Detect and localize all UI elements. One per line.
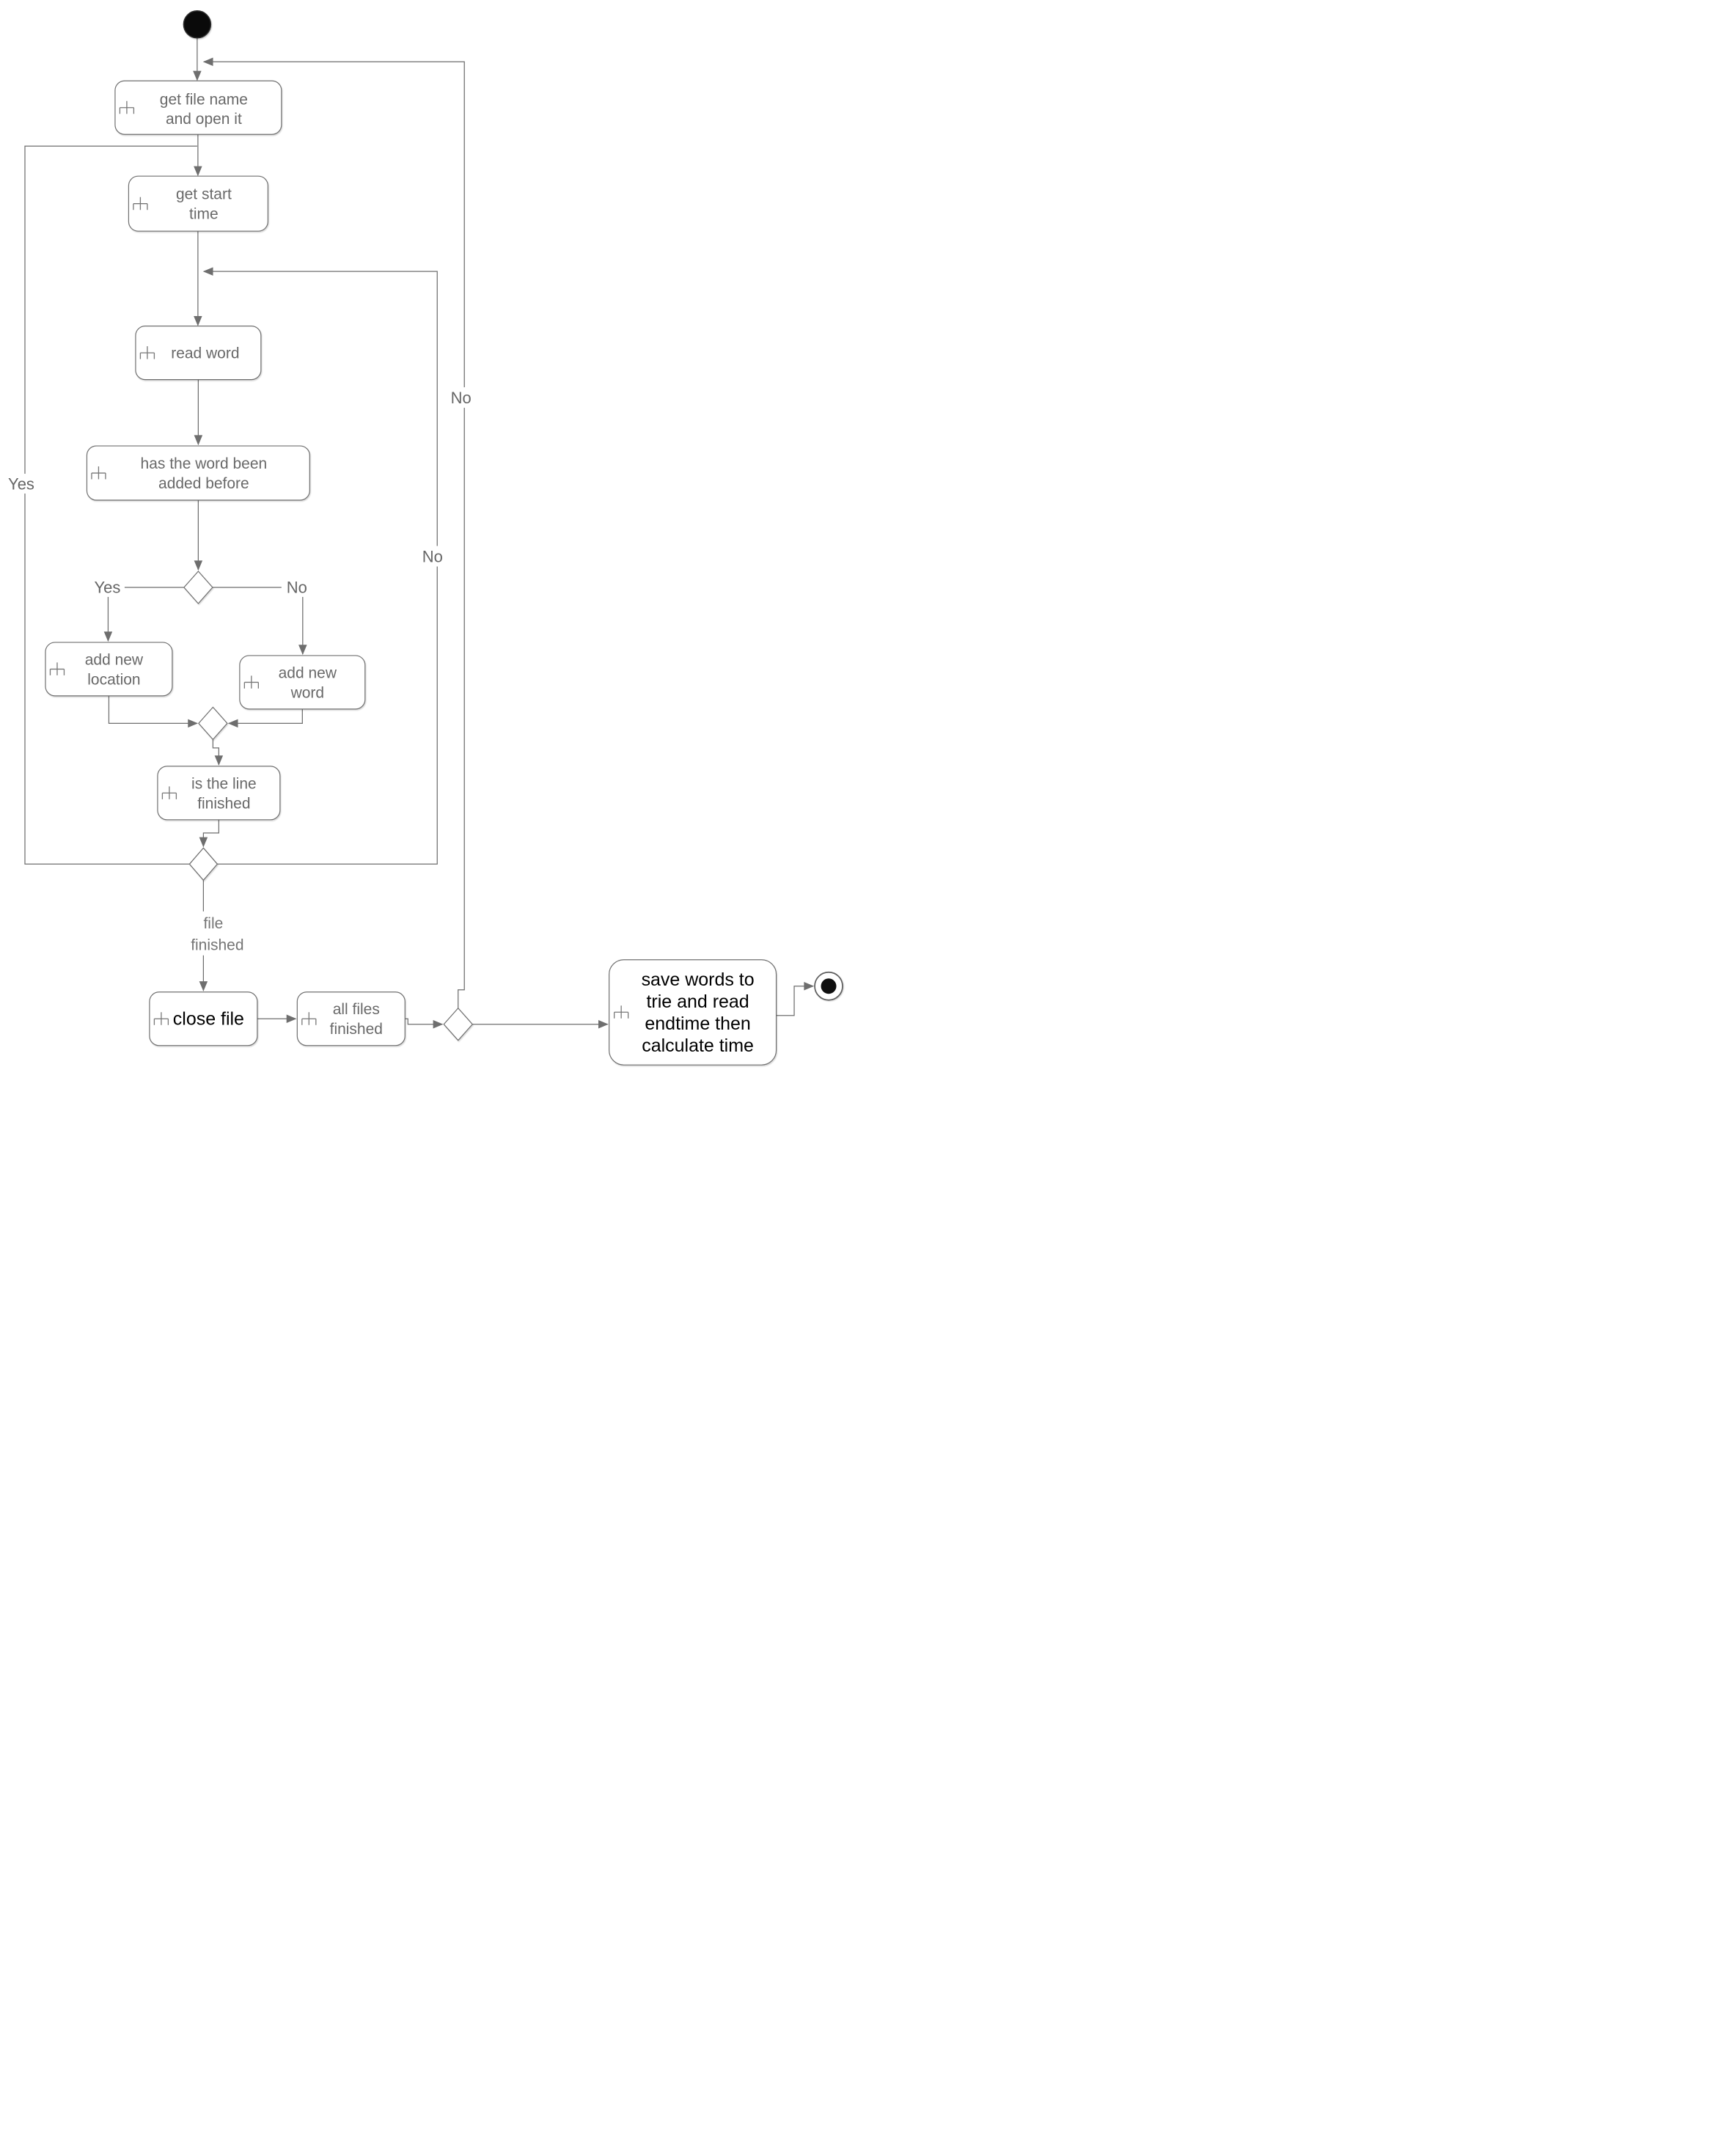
- action-is-line-finished: is the line finished: [157, 766, 281, 821]
- action-label-line2: finished: [330, 1021, 383, 1038]
- edge-inner-no-loop: [202, 267, 438, 865]
- edge-label-no-inner-loop: No: [422, 547, 443, 565]
- edge-merge-to-islinefinished: [212, 739, 224, 766]
- edges: [24, 37, 815, 1029]
- action-box: [86, 445, 310, 501]
- action-close-file: close file: [149, 991, 258, 1046]
- action-box: [239, 655, 366, 710]
- label-bg: [444, 387, 477, 408]
- edge-label-file-finished-line1: file: [203, 915, 223, 932]
- activity-diagram: Yes No No Yes No file finished get file …: [4, 10, 843, 1066]
- activity-diagram-canvas: Yes No No Yes No file finished get file …: [0, 0, 862, 1078]
- action-box: [135, 326, 262, 381]
- action-label-line1: read word: [171, 345, 239, 362]
- action-label-line2: location: [87, 671, 140, 688]
- edge-addlocation-to-merge: [108, 695, 199, 728]
- subactivity-rake-icon: [49, 662, 65, 675]
- final-node-dot: [821, 978, 837, 994]
- action-label-line2: time: [189, 206, 219, 223]
- subactivity-rake-icon: [161, 786, 177, 799]
- subactivity-rake-icon: [243, 675, 259, 689]
- subactivity-rake-icon: [119, 100, 135, 114]
- action-label-line2: and open it: [166, 111, 242, 128]
- initial-node: [183, 10, 212, 39]
- edge-label-decision-yes: Yes: [95, 578, 121, 596]
- action-box: [149, 991, 258, 1046]
- merge-diamond: [198, 706, 228, 741]
- edge-label-decision-no: No: [287, 578, 307, 596]
- edge-outer-no-loop: [202, 57, 465, 1008]
- action-label-line1: get start: [176, 186, 232, 203]
- action-label-line2: added before: [158, 475, 249, 492]
- action-box: [45, 642, 173, 697]
- decision-all-files-diamond: [443, 1007, 474, 1041]
- decision-word-added-diamond: [183, 571, 213, 604]
- action-box: [609, 959, 777, 1066]
- action-label-line2: word: [290, 684, 324, 701]
- action-read-word: read word: [135, 326, 262, 381]
- action-label-line4: calculate time: [642, 1035, 754, 1056]
- action-all-files-finished: all files finished: [296, 991, 406, 1046]
- action-add-new-word: add new word: [239, 655, 366, 710]
- subactivity-rake-icon: [133, 197, 148, 210]
- action-box: [114, 80, 282, 135]
- action-label-line1: has the word been: [141, 455, 268, 472]
- edge-yes-left-loop: [24, 145, 197, 865]
- label-bg: [416, 546, 449, 567]
- edge-label-file-finished-line2: finished: [191, 936, 243, 953]
- action-save-words-to-trie: save words to trie and read endtime then…: [609, 959, 777, 1066]
- action-box: [296, 991, 406, 1046]
- action-label-line3: endtime then: [645, 1013, 750, 1034]
- label-bg: [4, 474, 39, 494]
- label-bg: [184, 911, 251, 956]
- action-label-line1: is the line: [191, 775, 257, 792]
- action-label-line2: finished: [197, 795, 250, 812]
- edge-decision-no: [212, 587, 307, 656]
- action-label-line1: close file: [173, 1009, 244, 1030]
- subactivity-rake-icon: [301, 1012, 317, 1025]
- subactivity-rake-icon: [91, 466, 106, 480]
- action-get-start-time: get start time: [128, 175, 268, 232]
- action-label-line1: all files: [333, 1001, 380, 1018]
- action-label-line1: add new: [279, 664, 337, 681]
- action-has-word-been-added: has the word been added before: [86, 445, 310, 501]
- nodes: get file name and open it get start time…: [45, 10, 843, 1066]
- edge-label-yes-left-loop: Yes: [8, 475, 34, 494]
- action-label-line2: trie and read: [646, 991, 749, 1012]
- label-bg: [281, 576, 313, 597]
- edge-islinefinished-to-decision3: [199, 819, 219, 848]
- action-box: [128, 175, 268, 232]
- action-label-line1: add new: [85, 651, 144, 668]
- action-get-file-name: get file name and open it: [114, 80, 282, 135]
- subactivity-rake-icon: [139, 346, 155, 359]
- edge-allfiles-to-decision4: [405, 1018, 444, 1029]
- final-node: [814, 971, 843, 1001]
- decision-line-finished-diamond: [188, 847, 219, 881]
- subactivity-rake-icon: [153, 1012, 169, 1025]
- label-bg: [89, 576, 125, 597]
- edge-labels: Yes No No Yes No file finished: [4, 387, 477, 956]
- edge-label-no-outer-loop: No: [451, 389, 472, 407]
- subactivity-rake-icon: [613, 1005, 629, 1019]
- action-label-line1: save words to: [642, 969, 755, 990]
- action-add-new-location: add new location: [45, 642, 173, 697]
- edge-addword-to-merge: [227, 708, 303, 728]
- action-label-line1: get file name: [160, 91, 248, 108]
- edge-savewords-to-end: [776, 981, 815, 1016]
- action-box: [157, 766, 281, 821]
